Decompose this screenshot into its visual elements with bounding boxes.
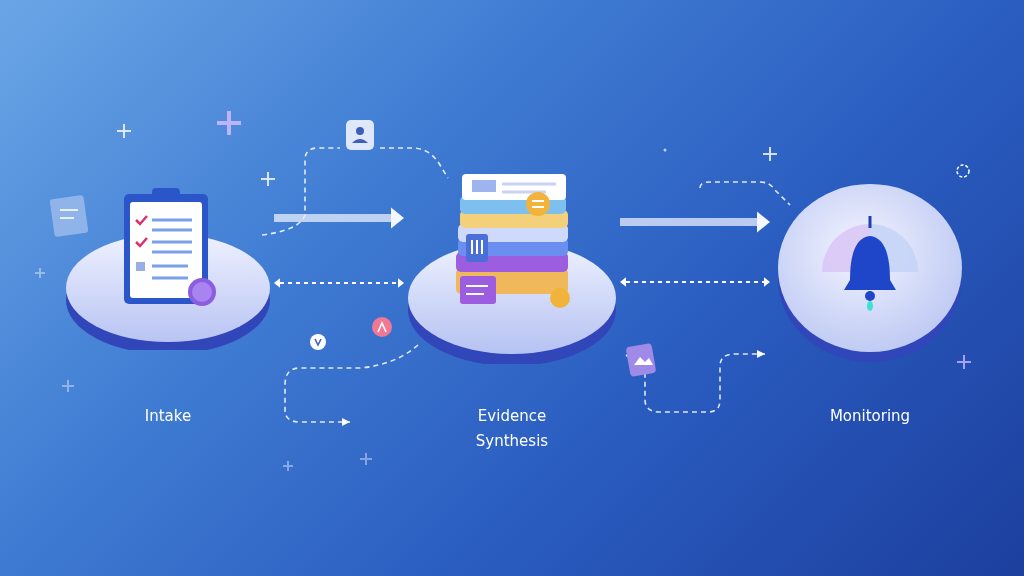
- label-holder: Monitoring: [770, 404, 970, 429]
- label-holder: Intake: [62, 404, 274, 429]
- label-holder: Evidence Synthesis: [404, 404, 620, 454]
- platform-node: Intake: [62, 150, 274, 435]
- dashed-exchange-arrow: [274, 278, 404, 288]
- platform-illustration: [62, 150, 274, 350]
- plus-sign: [217, 111, 241, 135]
- dashed-route: [262, 148, 790, 422]
- stage-label: Evidence Synthesis: [452, 404, 572, 454]
- gear-dot: [957, 165, 969, 177]
- sparkles: [35, 124, 971, 471]
- stage-label: Intake: [145, 404, 191, 429]
- platform-illustration: [404, 140, 620, 364]
- stage-label: Monitoring: [830, 404, 910, 429]
- flow-arrow: [274, 208, 404, 229]
- small-icons: [310, 120, 656, 377]
- flow-arrow: [620, 212, 770, 233]
- platform-illustration: [770, 172, 970, 368]
- route-arrowhead: [342, 350, 765, 426]
- dashed-exchange-arrow: [620, 277, 770, 287]
- floating-card: [50, 195, 89, 237]
- platform-node: Evidence Synthesis: [404, 140, 620, 460]
- platform-node: Monitoring: [770, 172, 970, 435]
